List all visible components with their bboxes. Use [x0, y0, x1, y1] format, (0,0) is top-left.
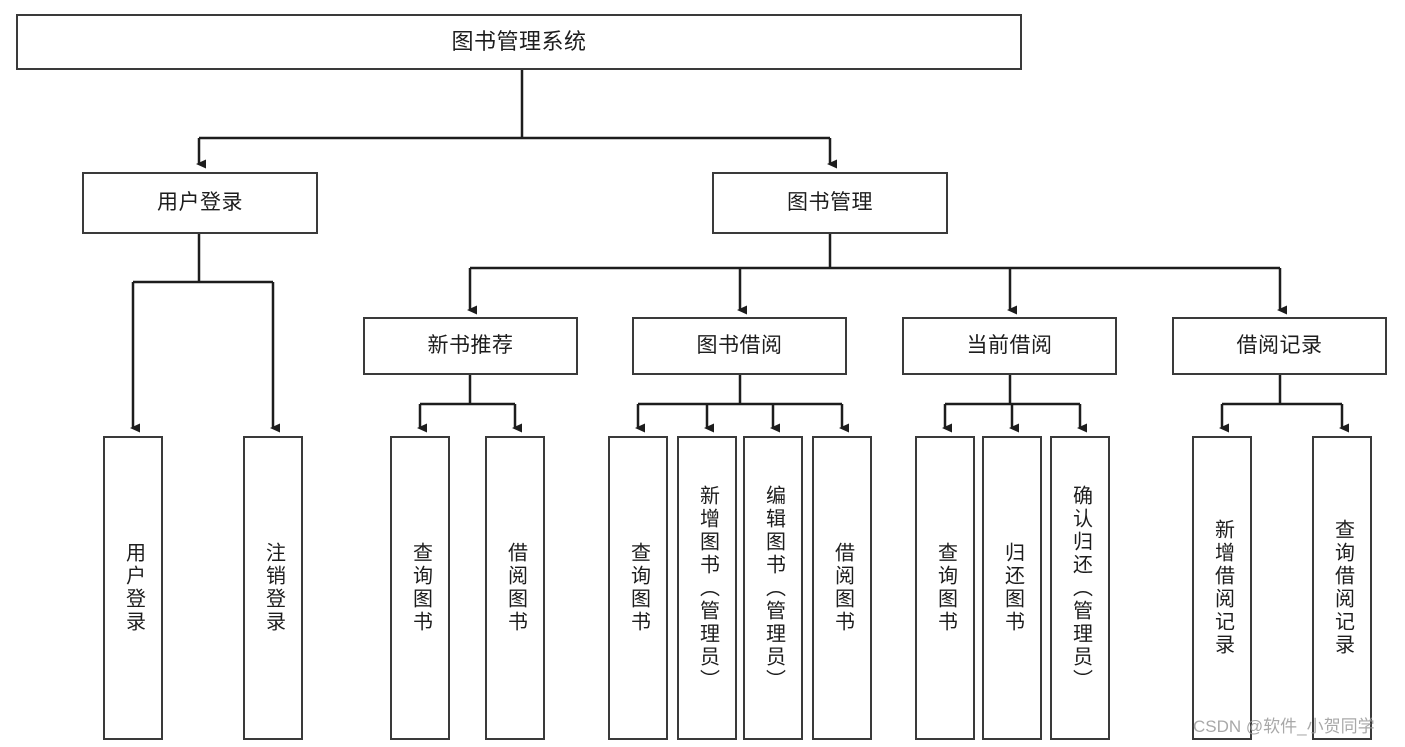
leaf-new-book-query[interactable]: 查询图书	[390, 436, 450, 740]
leaf-label: 编辑图书（管理员）	[762, 484, 785, 692]
leaf-label: 新增图书（管理员）	[696, 484, 719, 692]
node-current-borrow-label: 当前借阅	[966, 333, 1053, 357]
leaf-label: 借阅图书	[504, 542, 527, 634]
leaf-borrow-query-book[interactable]: 查询图书	[608, 436, 668, 740]
leaf-label: 确认归还（管理员）	[1069, 484, 1092, 692]
leaf-borrow-add-book-admin[interactable]: 新增图书（管理员）	[677, 436, 737, 740]
leaf-record-query[interactable]: 查询借阅记录	[1312, 436, 1372, 740]
leaf-borrow-edit-book-admin[interactable]: 编辑图书（管理员）	[743, 436, 803, 740]
leaf-label: 归还图书	[1001, 542, 1024, 634]
node-book-borrow[interactable]: 图书借阅	[632, 317, 847, 375]
leaf-current-confirm-return-admin[interactable]: 确认归还（管理员）	[1050, 436, 1110, 740]
node-book-management[interactable]: 图书管理	[712, 172, 948, 234]
leaf-record-add[interactable]: 新增借阅记录	[1192, 436, 1252, 740]
watermark: CSDN @软件_小贺同学	[1193, 717, 1375, 736]
node-root[interactable]: 图书管理系统	[16, 14, 1022, 70]
leaf-current-return-book[interactable]: 归还图书	[982, 436, 1042, 740]
node-new-book-recommend[interactable]: 新书推荐	[363, 317, 578, 375]
leaf-label: 查询图书	[409, 542, 432, 634]
node-borrow-record[interactable]: 借阅记录	[1172, 317, 1387, 375]
leaf-new-book-borrow[interactable]: 借阅图书	[485, 436, 545, 740]
leaf-label: 用户登录	[122, 542, 145, 634]
leaf-user-login-signout[interactable]: 注销登录	[243, 436, 303, 740]
leaf-label: 注销登录	[262, 542, 285, 634]
node-new-book-recommend-label: 新书推荐	[427, 333, 514, 357]
node-book-borrow-label: 图书借阅	[696, 333, 783, 357]
node-current-borrow[interactable]: 当前借阅	[902, 317, 1117, 375]
leaf-current-query-book[interactable]: 查询图书	[915, 436, 975, 740]
leaf-label: 查询图书	[934, 542, 957, 634]
node-root-label: 图书管理系统	[451, 29, 587, 55]
leaf-borrow-borrow-book[interactable]: 借阅图书	[812, 436, 872, 740]
node-borrow-record-label: 借阅记录	[1236, 333, 1323, 357]
leaf-label: 查询借阅记录	[1331, 519, 1354, 657]
node-user-login-label: 用户登录	[157, 190, 243, 214]
leaf-label: 新增借阅记录	[1211, 519, 1234, 657]
leaf-user-login-signin[interactable]: 用户登录	[103, 436, 163, 740]
leaf-label: 查询图书	[627, 542, 650, 634]
node-user-login[interactable]: 用户登录	[82, 172, 318, 234]
node-book-management-label: 图书管理	[787, 190, 873, 214]
leaf-label: 借阅图书	[831, 542, 854, 634]
